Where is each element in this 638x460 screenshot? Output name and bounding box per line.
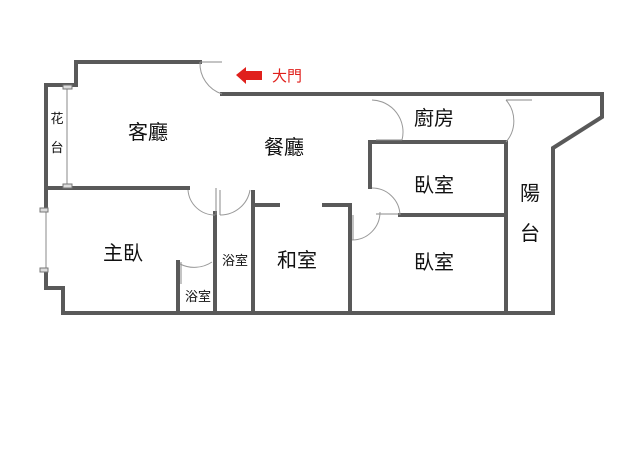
- room-labels: 客廳 餐廳 廚房 臥室 臥室 陽 台 主臥 和室 浴室 浴室 花 台: [50, 106, 540, 305]
- master-bedroom-door: [187, 189, 216, 216]
- dining-room-label: 餐廳: [264, 135, 304, 159]
- bathroom-door: [219, 189, 251, 216]
- planter-label: 台: [50, 141, 63, 156]
- entrance-label: 大門: [272, 67, 302, 85]
- bedroom-label: 臥室: [414, 250, 454, 274]
- small-bathroom-door: [179, 261, 213, 268]
- arrow-left-icon: [236, 67, 262, 84]
- balcony-door: [505, 99, 515, 143]
- japanese-room-label: 和室: [277, 248, 317, 272]
- kitchen-label: 廚房: [414, 106, 454, 130]
- planter-label: 花: [50, 111, 63, 127]
- bathroom-label: 浴室: [185, 289, 211, 305]
- doors: [179, 61, 532, 284]
- living-room-label: 客廳: [128, 120, 168, 144]
- entrance-door: [199, 61, 223, 95]
- bedroom-door-2: [351, 211, 381, 241]
- balcony-label: 陽: [520, 181, 540, 205]
- bathroom-label: 浴室: [222, 253, 248, 269]
- kitchen-door: [371, 99, 404, 141]
- bedroom-door-1: [371, 187, 401, 216]
- bedroom-label: 臥室: [414, 173, 454, 197]
- windows: [39, 84, 73, 273]
- master-bedroom-label: 主臥: [103, 241, 143, 265]
- entrance-marker: 大門: [236, 67, 302, 85]
- balcony-label: 台: [520, 221, 540, 245]
